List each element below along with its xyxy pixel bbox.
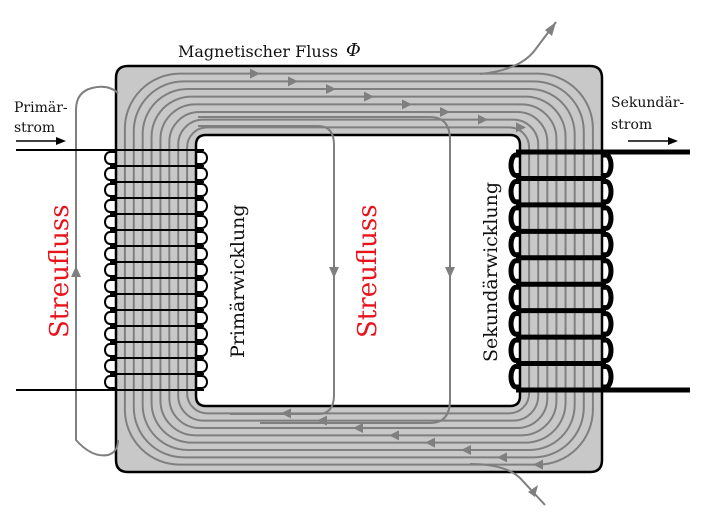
flux-line <box>132 80 585 459</box>
primary-loop-left <box>104 375 116 389</box>
flux-line <box>186 126 531 415</box>
flux-escape-top <box>479 21 557 75</box>
primary-loop-left <box>104 215 116 229</box>
primary-loop-right <box>196 343 208 357</box>
primary-loop-right <box>196 231 208 245</box>
primary-loop-right <box>196 375 208 389</box>
secondary-loop-left <box>508 258 520 284</box>
flux-arrow-right <box>516 122 526 133</box>
secondary-loop-right <box>602 231 614 258</box>
primary-loop-left <box>104 151 116 165</box>
secondary-loop-right <box>602 205 614 231</box>
secondary-loop-left <box>508 284 520 311</box>
secondary-loop-right <box>602 311 614 337</box>
leakage-loop-left <box>75 85 119 457</box>
flux-arrow-left <box>533 459 543 470</box>
secondary-current-label-2: strom <box>611 117 652 133</box>
flux-line <box>141 88 576 451</box>
flux-line <box>123 72 594 466</box>
flux-arrow-left <box>353 423 363 433</box>
primary-loop-right <box>196 359 208 373</box>
secondary-loop-left <box>508 231 520 258</box>
secondary-loop-right <box>602 258 614 284</box>
flux-enter-bottom <box>469 463 546 506</box>
primary-loop-right <box>196 183 208 197</box>
primary-winding <box>104 149 208 391</box>
primary-loop-right <box>196 199 208 213</box>
primary-loop-left <box>104 263 116 277</box>
primary-loop-left <box>104 327 116 341</box>
primary-loop-right <box>196 215 208 229</box>
flux-arrow-right <box>478 114 488 125</box>
secondary-winding-label: Sekundärwicklung <box>480 182 502 362</box>
secondary-loop-left <box>508 178 520 205</box>
secondary-loop-left <box>508 364 520 390</box>
arrow-down-center-inner <box>329 267 339 278</box>
primary-loop-left <box>104 311 116 325</box>
primary-current-label-2: strom <box>14 120 55 136</box>
arrow-enter-bottom <box>528 485 538 497</box>
arrow-down-center-outer <box>445 267 455 278</box>
primary-loop-left <box>104 247 116 261</box>
flux-line <box>177 118 540 422</box>
primary-loop-right <box>196 247 208 261</box>
primary-current-label-1: Primär- <box>14 100 68 116</box>
flux-arrow-right <box>288 76 298 87</box>
secondary-loop-right <box>602 364 614 390</box>
primary-loop-left <box>104 343 116 357</box>
secondary-current-arrow <box>628 137 678 145</box>
primary-loop-right <box>196 279 208 293</box>
primary-loop-left <box>104 295 116 309</box>
secondary-loop-left <box>508 337 520 364</box>
flux-arrow-left <box>461 445 471 455</box>
secondary-current-label-1: Sekundär- <box>611 95 684 111</box>
primary-loop-right <box>196 263 208 277</box>
secondary-loop-right <box>602 178 614 205</box>
flux-line <box>159 103 558 437</box>
leakage-flux-loops <box>71 85 455 457</box>
leakage-flux-label-center: Streufluss <box>353 204 383 338</box>
arrow-up-left-loop <box>71 266 81 277</box>
primary-loop-left <box>104 359 116 373</box>
flux-arrow-left <box>497 452 507 463</box>
primary-loop-right <box>196 327 208 341</box>
secondary-winding <box>508 149 614 393</box>
leakage-flux-label-left: Streufluss <box>45 204 75 338</box>
primary-loop-right <box>196 151 208 165</box>
primary-loop-right <box>196 311 208 325</box>
primary-loop-right <box>196 167 208 181</box>
primary-loop-left <box>104 279 116 293</box>
main-flux-lines <box>123 68 594 470</box>
primary-loop-left <box>104 199 116 213</box>
primary-loop-left <box>104 167 116 181</box>
secondary-loop-left <box>508 205 520 231</box>
leakage-loop-center-inner <box>198 125 335 415</box>
secondary-loop-right <box>602 284 614 311</box>
primary-current-arrow <box>16 137 66 145</box>
flux-arrow-right <box>364 91 374 102</box>
primary-loop-left <box>104 183 116 197</box>
flux-arrow-right <box>440 107 450 117</box>
flux-arrow-right <box>326 84 336 94</box>
flux-arrow-right <box>250 68 260 79</box>
flux-arrow-left <box>389 430 399 441</box>
primary-loop-left <box>104 231 116 245</box>
flux-line <box>150 95 567 444</box>
secondary-loop-left <box>508 311 520 337</box>
secondary-loop-left <box>508 152 520 178</box>
flux-arrow-right <box>402 99 412 110</box>
arrow-escape-top <box>545 22 556 36</box>
secondary-loop-right <box>602 337 614 364</box>
primary-winding-label: Primärwicklung <box>227 204 249 358</box>
secondary-loop-right <box>602 152 614 178</box>
flux-symbol: Φ <box>346 40 361 61</box>
primary-loop-right <box>196 295 208 309</box>
flux-arrow-left <box>425 437 435 448</box>
magnetic-flux-label: Magnetischer Fluss <box>178 42 338 61</box>
